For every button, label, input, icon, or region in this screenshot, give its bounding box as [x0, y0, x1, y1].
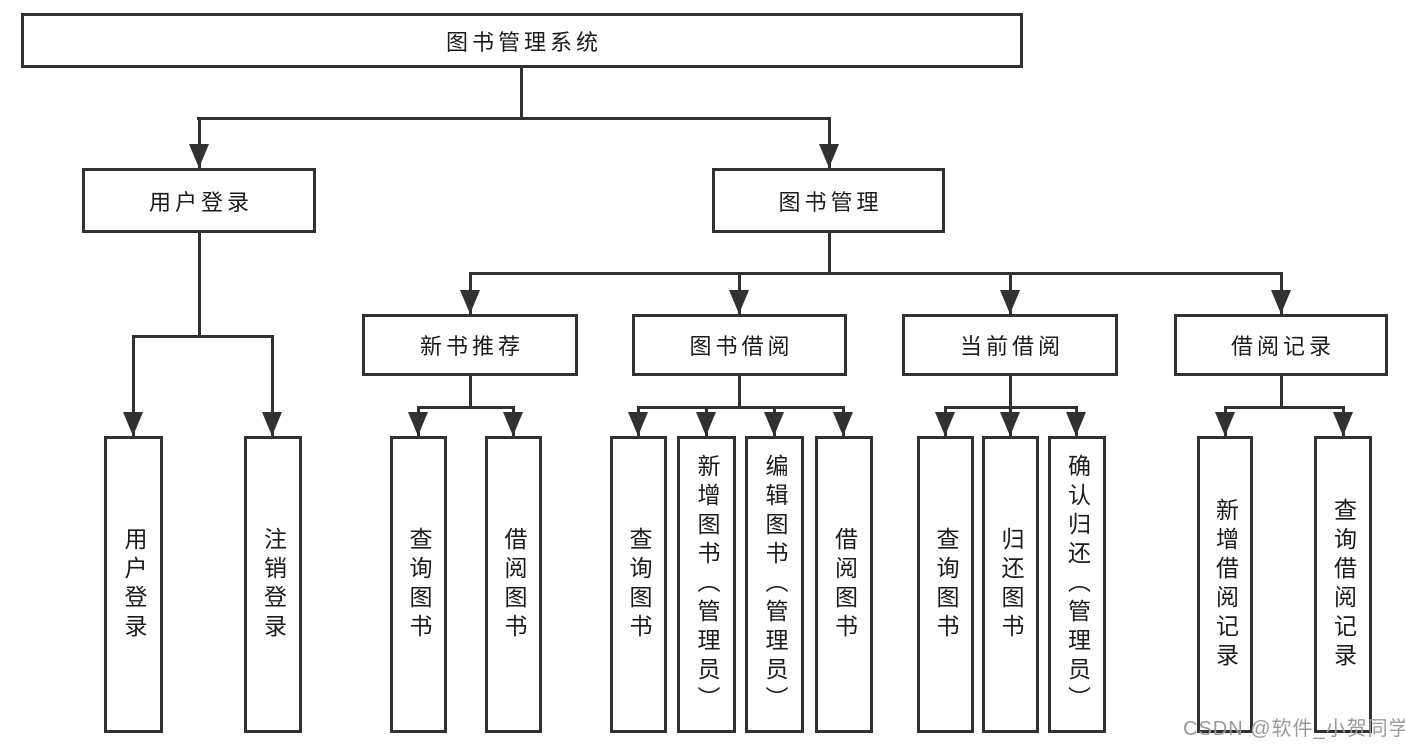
- node-label: 查询图书: [933, 526, 959, 643]
- node-book-borrowing: 图书借阅: [632, 314, 847, 376]
- arrowhead-down-icon: [628, 412, 648, 436]
- node-label: 当前借阅: [959, 334, 1064, 359]
- arrowhead-down-icon: [1333, 412, 1353, 436]
- leaf-confirm-return-admin: 确认归还（管理员）: [1048, 436, 1106, 733]
- node-label: 归还图书: [998, 526, 1024, 643]
- node-book-management: 图书管理: [712, 168, 945, 233]
- connector-line: [132, 335, 274, 338]
- arrowhead-down-icon: [503, 412, 523, 436]
- connector-line: [637, 406, 845, 409]
- node-label: 查询图书: [406, 526, 432, 643]
- connector-line: [417, 406, 514, 409]
- leaf-add-book-admin: 新增图书（管理员）: [677, 436, 736, 733]
- connector-line: [132, 335, 135, 436]
- node-user-login: 用户登录: [82, 168, 316, 233]
- connector-line: [271, 335, 274, 436]
- connector-line: [198, 233, 201, 337]
- arrowhead-down-icon: [1000, 290, 1020, 314]
- arrowhead-down-icon: [460, 290, 480, 314]
- node-label: 新增借阅记录: [1212, 497, 1239, 672]
- connector-line: [828, 233, 831, 274]
- connector-line: [197, 117, 830, 120]
- arrowhead-down-icon: [1271, 290, 1291, 314]
- connector-line: [520, 68, 523, 118]
- leaf-query-borrow-record: 查询借阅记录: [1314, 436, 1372, 733]
- leaf-query-books-recommend: 查询图书: [390, 436, 447, 733]
- node-label: 图书管理: [778, 189, 883, 215]
- arrowhead-down-icon: [408, 412, 428, 436]
- leaf-query-books-borrowing: 查询图书: [610, 436, 667, 733]
- arrowhead-down-icon: [696, 412, 716, 436]
- node-label: 用户登录: [121, 526, 147, 643]
- node-label: 借阅图书: [831, 526, 858, 643]
- node-label: 借阅图书: [501, 526, 527, 643]
- leaf-return-book: 归还图书: [982, 436, 1039, 733]
- csdn-watermark: CSDN @软件_小贺同学: [1183, 718, 1405, 740]
- node-label: 新书推荐: [419, 334, 524, 359]
- node-library-management-system: 图书管理系统: [21, 13, 1023, 68]
- arrowhead-down-icon: [1215, 412, 1235, 436]
- node-current-borrowing: 当前借阅: [902, 314, 1118, 376]
- connector-line: [469, 272, 1282, 275]
- node-new-book-recommendation: 新书推荐: [362, 314, 578, 376]
- node-label: 注销登录: [260, 526, 287, 643]
- node-label: 查询图书: [626, 526, 652, 643]
- arrowhead-down-icon: [262, 412, 282, 436]
- leaf-user-login: 用户登录: [104, 436, 163, 733]
- connector-line: [1224, 406, 1343, 409]
- leaf-borrow-books-recommend: 借阅图书: [485, 436, 542, 733]
- arrowhead-down-icon: [123, 412, 143, 436]
- arrowhead-down-icon: [1066, 412, 1086, 436]
- node-label: 用户登录: [148, 189, 253, 215]
- connector-line: [738, 376, 741, 407]
- arrowhead-down-icon: [935, 412, 955, 436]
- leaf-query-books-current: 查询图书: [917, 436, 974, 733]
- arrowhead-down-icon: [833, 412, 853, 436]
- node-label: 借阅记录: [1230, 334, 1335, 359]
- leaf-logout: 注销登录: [244, 436, 302, 733]
- connector-line: [1280, 376, 1283, 407]
- node-label: 查询借阅记录: [1330, 497, 1357, 672]
- node-label: 图书管理系统: [445, 29, 602, 55]
- arrowhead-down-icon: [819, 144, 839, 168]
- arrowhead-down-icon: [1000, 412, 1020, 436]
- arrowhead-down-icon: [764, 412, 784, 436]
- node-label: 新增图书（管理员）: [694, 454, 720, 715]
- leaf-edit-book-admin: 编辑图书（管理员）: [745, 436, 804, 733]
- node-label: 确认归还（管理员）: [1064, 454, 1091, 715]
- node-borrowing-records: 借阅记录: [1174, 314, 1388, 376]
- connector-line: [198, 117, 201, 168]
- arrowhead-down-icon: [189, 144, 209, 168]
- node-label: 编辑图书（管理员）: [762, 454, 788, 715]
- connector-line: [469, 376, 472, 407]
- connector-line: [1009, 376, 1012, 407]
- arrowhead-down-icon: [729, 290, 749, 314]
- leaf-add-borrow-record: 新增借阅记录: [1197, 436, 1253, 733]
- connector-line: [828, 117, 831, 168]
- node-label: 图书借阅: [689, 334, 794, 359]
- leaf-borrow-books: 借阅图书: [815, 436, 873, 733]
